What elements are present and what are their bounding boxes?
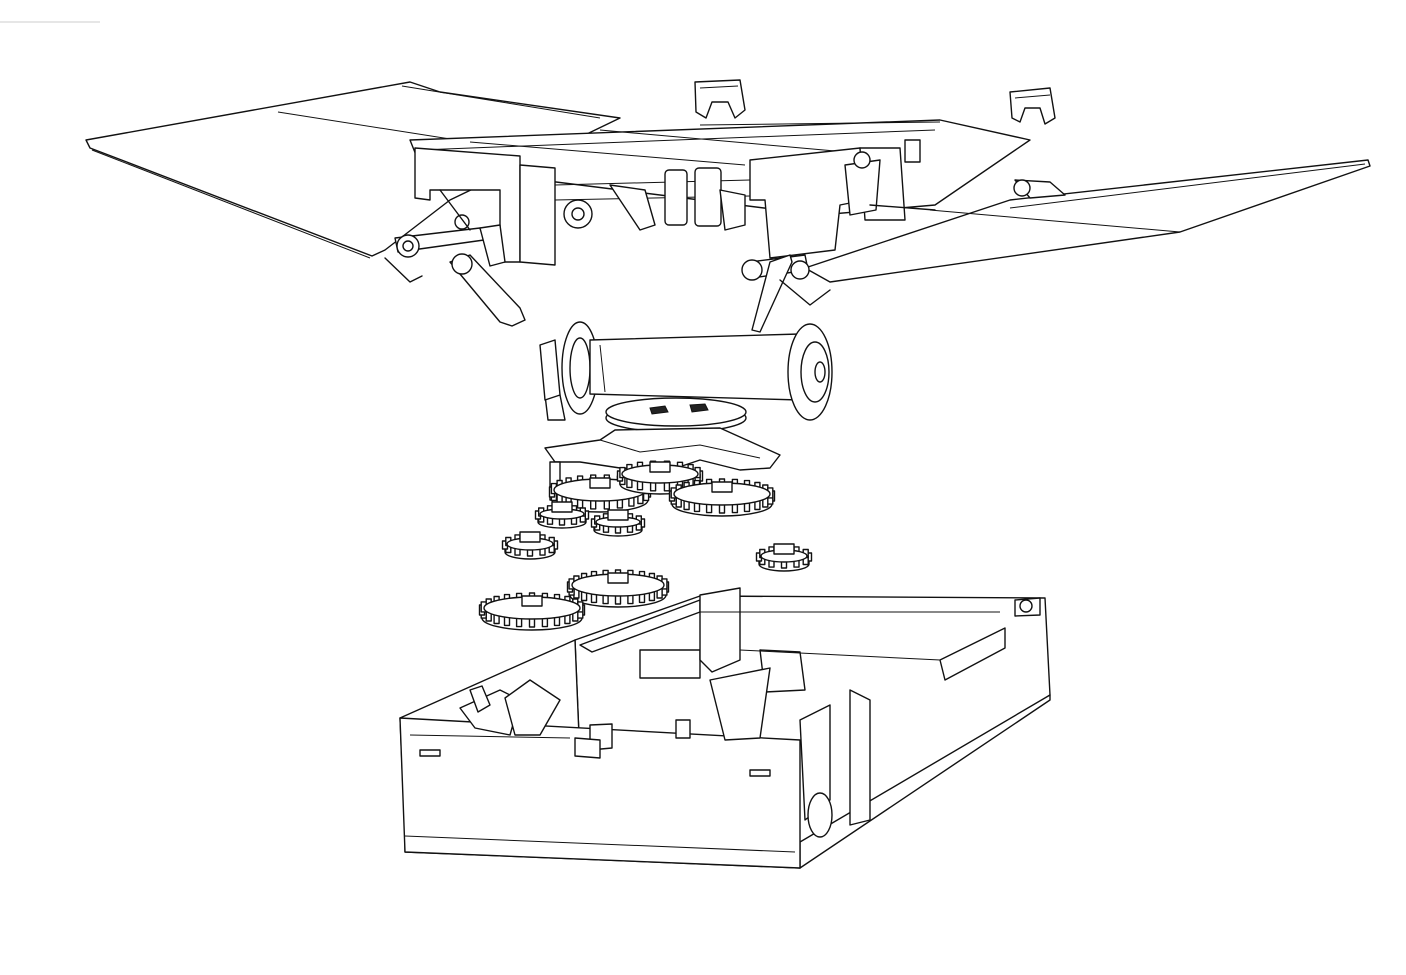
gear-hub xyxy=(589,477,611,489)
gear-small-c xyxy=(501,531,559,560)
frame-internal-gears xyxy=(563,167,746,231)
bottom-tray xyxy=(399,587,1051,869)
gear-hub xyxy=(519,531,541,543)
left-linkage xyxy=(384,189,526,327)
disc-plate xyxy=(605,397,747,433)
top-assembly xyxy=(85,79,1371,333)
gear-low-left xyxy=(478,592,586,631)
gear-small-b xyxy=(590,509,646,537)
left-wing-panel xyxy=(85,81,621,259)
gear-upper-right xyxy=(668,478,776,517)
gear-small-right xyxy=(755,543,813,572)
top-clip-center xyxy=(694,79,746,119)
gear-hub xyxy=(649,461,671,473)
gear-hub xyxy=(773,543,795,555)
top-clip-right xyxy=(1009,87,1056,125)
gear-hub xyxy=(521,595,543,607)
right-linkage xyxy=(741,151,1066,333)
gear-hub xyxy=(607,572,629,584)
gear-hub xyxy=(711,481,733,493)
right-wing-panel xyxy=(804,159,1371,283)
drum-spool xyxy=(539,321,833,421)
gear-mid-left xyxy=(566,569,670,608)
gear-hub xyxy=(607,509,629,521)
gear-small-a xyxy=(534,501,590,529)
gear-hub xyxy=(551,501,573,513)
